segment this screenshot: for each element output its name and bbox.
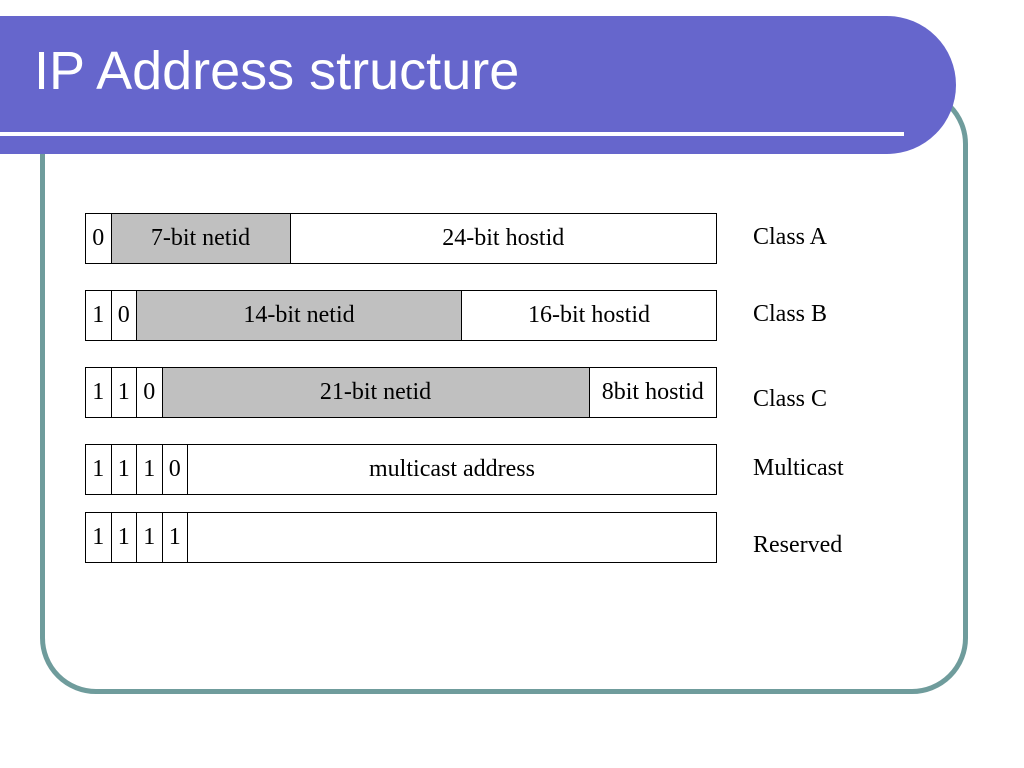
class-c-label: Class C [753,386,828,412]
class-c-bit-2: 1 [112,368,137,417]
reserved-bit-4: 1 [163,513,188,562]
class-c-bit-3: 0 [137,368,163,417]
class-b-hostid: 16-bit hostid [462,291,716,340]
multicast-label: Multicast [753,455,844,481]
class-a-bit-1: 0 [86,214,112,263]
reserved-label: Reserved [753,532,843,558]
class-b-netid: 14-bit netid [137,291,462,340]
class-c-hostid: 8bit hostid [589,368,716,417]
multicast-bit-2: 1 [112,445,137,494]
multicast-bit-3: 1 [137,445,163,494]
class-a-label: Class A [753,224,828,250]
multicast-bit-1: 1 [86,445,112,494]
class-b-bit-2: 0 [112,291,137,340]
multicast-address: multicast address [188,445,716,494]
class-a-hostid: 24-bit hostid [290,214,716,263]
class-a-netid: 7-bit netid [111,214,291,263]
reserved-bit-1: 1 [86,513,112,562]
multicast-row: 1 1 1 0 multicast address [85,444,717,495]
class-c-row: 1 1 0 21-bit netid 8bit hostid [85,367,717,418]
class-c-netid: 21-bit netid [162,368,590,417]
title-bar [0,16,956,154]
multicast-bit-4: 0 [163,445,188,494]
class-b-label: Class B [753,301,828,327]
class-b-row: 1 0 14-bit netid 16-bit hostid [85,290,717,341]
reserved-bit-2: 1 [112,513,137,562]
class-b-bit-1: 1 [86,291,112,340]
title-underline [0,132,904,136]
class-a-row: 0 7-bit netid 24-bit hostid [85,213,717,264]
slide-title: IP Address structure [34,41,520,101]
class-c-bit-1: 1 [86,368,112,417]
reserved-bit-3: 1 [137,513,163,562]
reserved-row: 1 1 1 1 [85,512,717,563]
reserved-address [188,513,716,562]
